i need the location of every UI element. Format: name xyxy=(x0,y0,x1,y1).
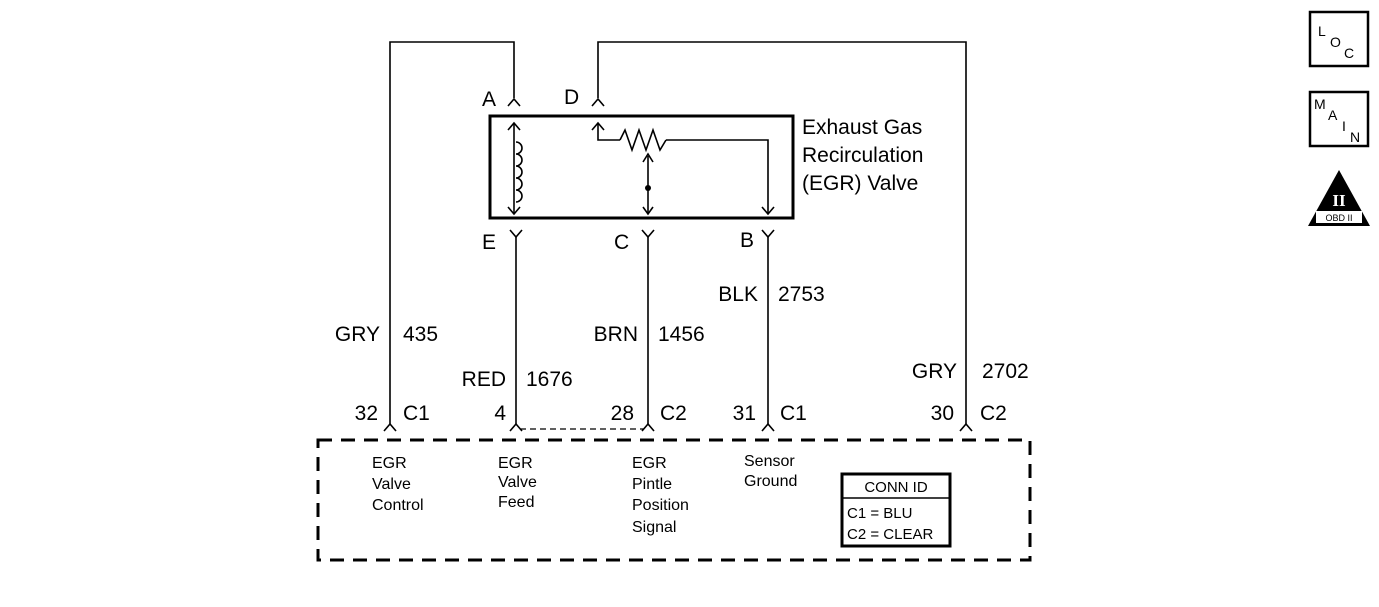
function-text: EGR xyxy=(498,455,533,472)
pcm-module: EGR Valve Control EGR Valve Feed EGR Pin… xyxy=(316,438,1032,562)
wire-gry-435 xyxy=(389,41,515,425)
valve-name-line3: (EGR) Valve xyxy=(802,172,918,195)
terminal-d: D xyxy=(564,86,605,109)
function-text: Ground xyxy=(744,473,797,490)
function-egr-valve-control: EGR Valve Control xyxy=(372,455,424,514)
wire-circuit-label: 2702 xyxy=(982,360,1029,383)
main-icon xyxy=(1308,90,1370,148)
pin-connector-label: C1 xyxy=(780,402,807,425)
wire-gry-2702 xyxy=(597,41,967,425)
wire-label-2753: BLK 2753 xyxy=(718,283,824,306)
wire-circuit-label: 1676 xyxy=(526,368,573,391)
obd-ii-label-box xyxy=(1316,211,1362,223)
pcm-module-boundary xyxy=(316,438,1032,562)
pin-connector-label: C2 xyxy=(980,402,1007,425)
wire-color-label: GRY xyxy=(912,360,957,383)
pcm-pin-30: 30 C2 xyxy=(931,402,1007,432)
wiper-junction-dot xyxy=(645,185,651,191)
terminal-e: E xyxy=(482,229,523,254)
pcm-pin-4: 4 xyxy=(494,402,523,432)
obd-ii-button[interactable]: II OBD II xyxy=(1308,170,1370,226)
function-text: EGR xyxy=(372,455,407,472)
pin-number-label: 30 xyxy=(931,402,954,425)
function-sensor-ground: Sensor Ground xyxy=(744,453,797,490)
main-letter: I xyxy=(1342,118,1346,134)
wire-color-label: GRY xyxy=(335,323,380,346)
wire-circuit-label: 1456 xyxy=(658,323,705,346)
loc-letter: O xyxy=(1330,34,1341,50)
pin-number-label: 4 xyxy=(494,402,506,425)
terminal-a: A xyxy=(482,88,521,111)
obd-ii-label: OBD II xyxy=(1325,213,1352,223)
egr-valve: Exhaust Gas Recirculation (EGR) Valve xyxy=(488,114,923,220)
terminal-e-label: E xyxy=(482,231,496,254)
function-text: Sensor xyxy=(744,453,795,470)
main-letter: N xyxy=(1350,129,1360,145)
terminal-c: C xyxy=(614,229,655,254)
function-text: Pintle xyxy=(632,476,672,493)
wire-color-label: BLK xyxy=(718,283,758,306)
main-button[interactable]: M A I N xyxy=(1308,90,1370,148)
function-text: EGR xyxy=(632,455,667,472)
pcm-pin-28: 28 C2 xyxy=(611,402,687,432)
valve-name-line2: Recirculation xyxy=(802,144,923,167)
terminal-d-label: D xyxy=(564,86,579,109)
wire-color-label: BRN xyxy=(594,323,638,346)
egr-valve-body xyxy=(488,114,795,220)
obd-ii-numeral: II xyxy=(1332,191,1346,210)
function-egr-pintle-position-signal: EGR Pintle Position Signal xyxy=(632,455,689,536)
loc-letter: C xyxy=(1344,45,1354,61)
wire-label-1456: BRN 1456 xyxy=(594,323,705,346)
function-text: Feed xyxy=(498,494,534,511)
function-text: Position xyxy=(632,497,689,514)
main-letter: M xyxy=(1314,96,1326,112)
pin-connector-label: C1 xyxy=(403,402,430,425)
main-letter: A xyxy=(1328,107,1338,123)
wire-color-label: RED xyxy=(462,368,506,391)
potentiometer-icon xyxy=(591,121,775,216)
wire-label-2702: GRY 2702 xyxy=(912,360,1029,383)
function-egr-valve-feed: EGR Valve Feed xyxy=(498,455,537,511)
conn-id-c2: C2 = CLEAR xyxy=(847,526,933,543)
conn-id-title: CONN ID xyxy=(864,479,928,496)
conn-id-c1: C1 = BLU xyxy=(847,505,912,522)
conn-id-legend: CONN ID C1 = BLU C2 = CLEAR xyxy=(840,472,952,548)
pin-number-label: 32 xyxy=(355,402,378,425)
terminal-b: B xyxy=(740,229,775,252)
terminal-c-label: C xyxy=(614,231,629,254)
pin-connector-label: C2 xyxy=(660,402,687,425)
loc-button[interactable]: L O C xyxy=(1308,10,1370,68)
function-text: Valve xyxy=(498,474,537,491)
pin-number-label: 28 xyxy=(611,402,634,425)
function-text: Valve xyxy=(372,476,411,493)
valve-name-line1: Exhaust Gas xyxy=(802,116,922,139)
terminal-b-label: B xyxy=(740,229,754,252)
loc-letter: L xyxy=(1318,23,1326,39)
loc-icon xyxy=(1308,10,1370,68)
solenoid-coil-icon xyxy=(507,121,523,216)
wire-label-1676: RED 1676 xyxy=(462,368,573,391)
wire-circuit-label: 435 xyxy=(403,323,438,346)
wire-label-435: GRY 435 xyxy=(335,323,438,346)
pcm-pin-31: 31 C1 xyxy=(733,402,807,432)
function-text: Signal xyxy=(632,519,676,536)
pin-number-label: 31 xyxy=(733,402,756,425)
function-text: Control xyxy=(372,497,424,514)
pcm-pin-32: 32 C1 xyxy=(355,402,430,432)
terminal-a-label: A xyxy=(482,88,496,111)
wire-circuit-label: 2753 xyxy=(778,283,825,306)
